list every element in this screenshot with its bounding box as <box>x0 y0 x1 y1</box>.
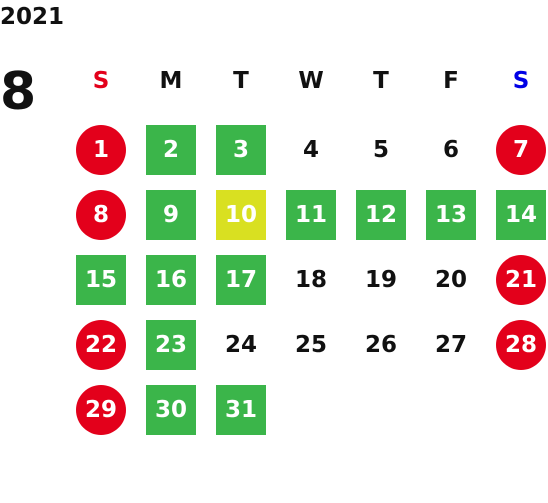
day-cell-30[interactable]: 30 <box>146 385 196 435</box>
day-cell-21[interactable]: 21 <box>496 255 546 305</box>
month-label: 8 <box>0 62 37 122</box>
day-cell-29[interactable]: 29 <box>76 385 126 435</box>
day-cell-25[interactable]: 25 <box>294 332 327 358</box>
day-cell-15[interactable]: 15 <box>76 255 126 305</box>
weekday-thursday: T <box>373 68 389 94</box>
weekday-wednesday: W <box>298 68 324 94</box>
day-cell-2[interactable]: 2 <box>146 125 196 175</box>
day-cell-1[interactable]: 1 <box>76 125 126 175</box>
day-cell-16[interactable]: 16 <box>146 255 196 305</box>
day-cell-19[interactable]: 19 <box>364 267 397 293</box>
day-cell-8[interactable]: 8 <box>76 190 126 240</box>
day-cell-12[interactable]: 12 <box>356 190 406 240</box>
day-cell-26[interactable]: 26 <box>364 332 397 358</box>
day-cell-22[interactable]: 22 <box>76 320 126 370</box>
day-cell-28[interactable]: 28 <box>496 320 546 370</box>
weekday-sunday: S <box>92 68 110 94</box>
weekday-tuesday: T <box>233 68 249 94</box>
year-label: 2021 <box>0 4 65 30</box>
day-cell-27[interactable]: 27 <box>434 332 467 358</box>
day-cell-9[interactable]: 9 <box>146 190 196 240</box>
weekday-monday: M <box>159 68 183 94</box>
day-cell-20[interactable]: 20 <box>434 267 467 293</box>
day-cell-17[interactable]: 17 <box>216 255 266 305</box>
day-cell-3[interactable]: 3 <box>216 125 266 175</box>
day-cell-5[interactable]: 5 <box>372 137 389 163</box>
day-cell-11[interactable]: 11 <box>286 190 336 240</box>
day-cell-10[interactable]: 10 <box>216 190 266 240</box>
day-cell-24[interactable]: 24 <box>224 332 257 358</box>
weekday-saturday: S <box>512 68 530 94</box>
day-cell-7[interactable]: 7 <box>496 125 546 175</box>
day-cell-4[interactable]: 4 <box>302 137 319 163</box>
day-cell-23[interactable]: 23 <box>146 320 196 370</box>
day-cell-31[interactable]: 31 <box>216 385 266 435</box>
day-cell-18[interactable]: 18 <box>294 267 327 293</box>
day-cell-14[interactable]: 14 <box>496 190 546 240</box>
day-cell-13[interactable]: 13 <box>426 190 476 240</box>
day-cell-6[interactable]: 6 <box>442 137 459 163</box>
weekday-friday: F <box>443 68 459 94</box>
